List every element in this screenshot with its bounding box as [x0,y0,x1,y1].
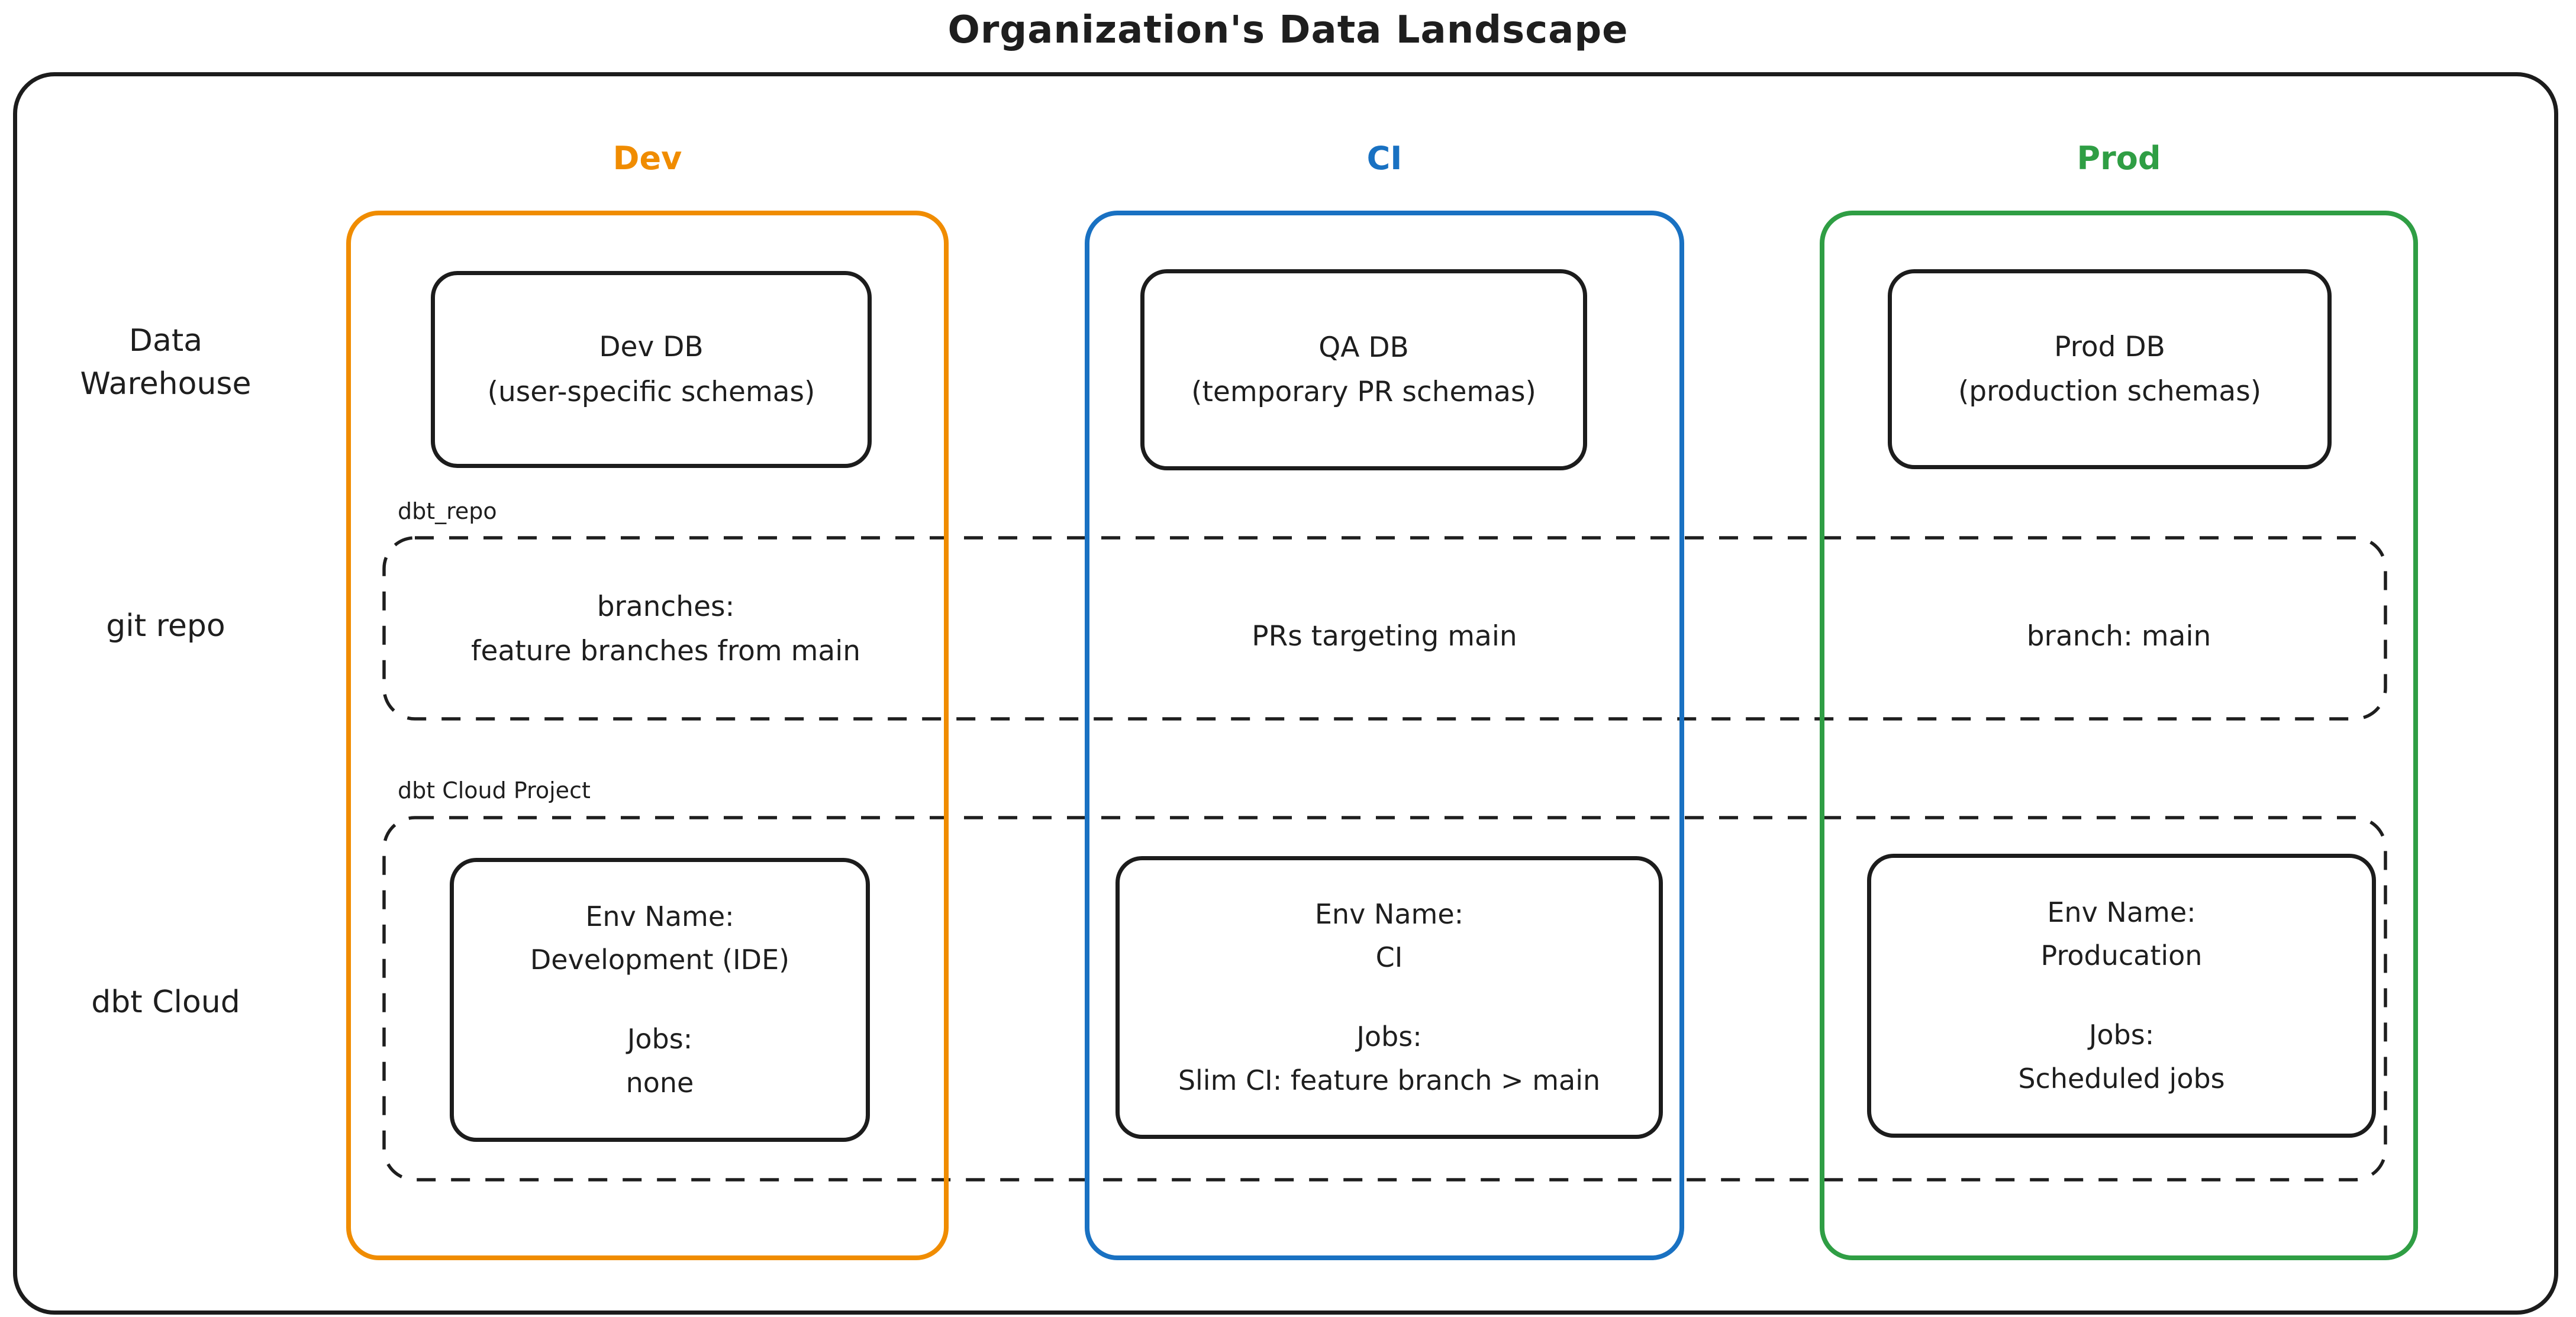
db-box-title: Prod DB [2054,330,2165,363]
column-header-dev: Dev [612,140,682,177]
git-text-line: branches: [597,590,735,623]
page-title: Organization's Data Landscape [947,8,1629,52]
git-repo-section-label: dbt_repo [398,498,497,524]
db-box-title: QA DB [1318,331,1409,364]
cloud-project-dashed-box [382,816,2387,1182]
env-name-value: Producation [2040,940,2203,972]
env-name-label: Env Name: [2047,896,2196,928]
row-label-line: Data [128,323,203,359]
jobs-label: Jobs: [1356,1021,1422,1053]
column-container-ci [1085,211,1684,1260]
dev-environment-box: Env Name: Development (IDE) Jobs: none [450,858,870,1142]
env-name-value: Development (IDE) [530,944,790,976]
jobs-value: Slim CI: feature branch > main [1178,1064,1601,1096]
git-text-line: feature branches from main [470,635,861,668]
jobs-value: Scheduled jobs [2018,1062,2225,1095]
db-box-subtitle: (temporary PR schemas) [1191,376,1536,408]
qa-db-box: QA DB (temporary PR schemas) [1140,269,1587,470]
row-label-line: Warehouse [80,366,252,402]
db-box-subtitle: (user-specific schemas) [487,375,815,408]
git-text-ci: PRs targeting main [1085,614,1684,658]
git-text-line: PRs targeting main [1252,620,1517,653]
column-container-prod [1820,211,2418,1260]
row-label-data-warehouse: Data Warehouse [33,319,299,406]
prod-environment-box: Env Name: Producation Jobs: Scheduled jo… [1867,854,2376,1138]
jobs-value: none [626,1066,694,1099]
env-name-value: CI [1375,941,1403,974]
git-text-line: branch: main [2026,620,2211,653]
jobs-label: Jobs: [2088,1019,2155,1051]
row-label-dbt-cloud: dbt Cloud [91,984,240,1020]
row-label-git-repo: git repo [106,608,225,644]
db-box-subtitle: (production schemas) [1958,375,2262,408]
cloud-project-section-label: dbt Cloud Project [398,777,591,803]
outer-frame [13,72,2558,1315]
dev-db-box: Dev DB (user-specific schemas) [431,271,872,468]
column-header-ci: CI [1366,140,1403,177]
column-header-prod: Prod [2077,140,2161,177]
env-name-label: Env Name: [585,900,734,932]
jobs-label: Jobs: [627,1023,693,1055]
prod-db-box: Prod DB (production schemas) [1888,269,2332,469]
git-repo-dashed-box [382,536,2387,721]
git-text-dev: branches: feature branches from main [385,585,947,673]
git-text-prod: branch: main [1820,614,2418,658]
db-box-title: Dev DB [599,331,704,364]
env-name-label: Env Name: [1314,898,1464,930]
column-container-dev [346,211,949,1260]
ci-environment-box: Env Name: CI Jobs: Slim CI: feature bran… [1115,856,1663,1139]
